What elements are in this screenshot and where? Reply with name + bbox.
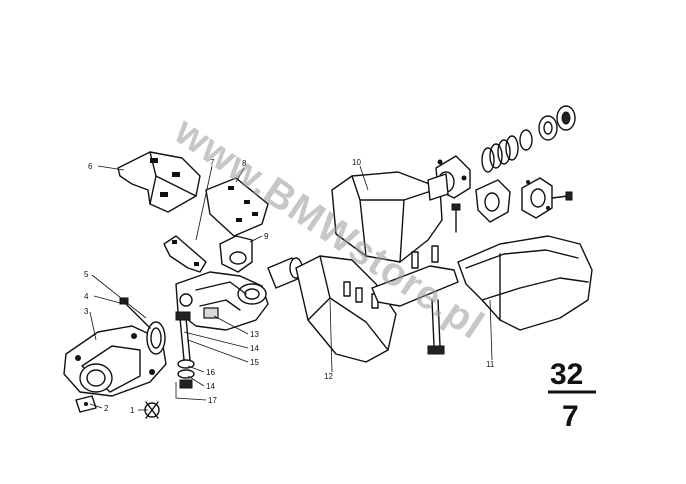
support-rail	[371, 245, 459, 307]
part-9-clamp	[219, 235, 253, 273]
part-6-bracket	[117, 151, 201, 213]
part-4-bolt	[119, 297, 151, 329]
label-9: 9	[264, 232, 269, 241]
page-number: 32 7	[548, 358, 596, 433]
label-11: 11	[486, 360, 495, 369]
part-12-lower-cover	[295, 255, 397, 363]
part-2-clip	[75, 395, 97, 413]
small-pin	[451, 203, 461, 233]
leader-lines	[89, 165, 493, 411]
upper-shaft-assembly	[427, 105, 576, 201]
long-bolt	[427, 299, 445, 355]
part-5-ring	[146, 321, 166, 355]
label-4: 4	[84, 292, 89, 301]
page-number-top: 32	[550, 358, 583, 391]
label-6: 6	[88, 162, 93, 171]
label-13: 13	[250, 330, 259, 339]
part-3-flange	[63, 325, 167, 397]
label-3: 3	[84, 307, 89, 316]
label-12: 12	[324, 372, 333, 381]
label-8: 8	[242, 159, 247, 168]
label-17: 17	[208, 396, 217, 405]
flange-plates	[475, 177, 573, 223]
label-15: 15	[250, 358, 259, 367]
part-8-plate	[205, 177, 269, 237]
part-10-upper-cover	[331, 171, 443, 263]
label-1: 1	[130, 406, 135, 415]
label-7: 7	[210, 158, 215, 167]
part-7-bracket	[163, 235, 207, 273]
lock-housing	[175, 271, 269, 331]
part-11-knee-cover	[457, 235, 593, 331]
label-2: 2	[104, 404, 109, 413]
label-16: 16	[206, 368, 215, 377]
label-10: 10	[352, 158, 361, 167]
label-5: 5	[84, 270, 89, 279]
label-14a: 14	[250, 344, 259, 353]
bolt-stack	[175, 311, 195, 389]
label-14b: 14	[206, 382, 215, 391]
part-labels: 6 7 8 9 10 5 4 3 13 14 15 16 14 17 2 1 1…	[84, 158, 495, 415]
page-number-bottom: 7	[562, 400, 579, 433]
